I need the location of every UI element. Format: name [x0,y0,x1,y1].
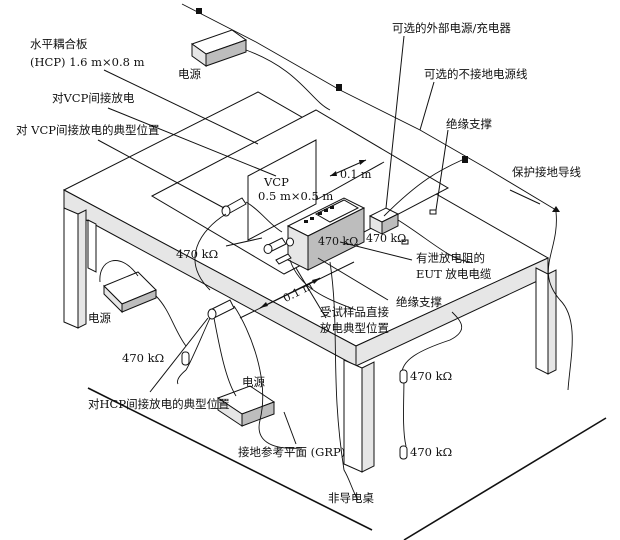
table-leg-front-left [63,207,79,329]
label-grp: 接地参考平面 (GRP) [238,445,345,459]
esd-probe-hcp [207,299,235,320]
vertical-coupling-plane [247,139,317,241]
label-hcp-title: 水平耦合板 [30,37,88,51]
power-supply-top [190,29,248,67]
label-ext-power: 可选的外部电源/充电器 [392,21,511,35]
label-power-top: 电源 [178,67,201,81]
label-nonconductive-table: 非导电桌 [328,491,374,505]
label-ungrounded-cable: 可选的不接地电源线 [424,67,528,81]
label-bleed-cable-1: 有泄放电阻的 [416,251,485,265]
label-power-left: 电源 [88,311,111,325]
label-eut-direct-2: 放电典型位置 [320,321,389,335]
esd-probe-vcp [221,197,247,217]
power-supply-left [103,271,157,314]
label-vcp-name: VCP [263,175,289,189]
label-vcp-indirect: 对VCP间接放电 [52,91,135,105]
table-leg-right [535,267,549,375]
bleed-resistor-leg-1 [399,369,408,384]
dimension-top [315,159,385,201]
label-power-bottom: 电源 [242,375,265,389]
label-r-bottom-left: 470 kΩ [122,351,164,365]
wires [99,49,471,501]
label-insul-support-2: 绝缘支撑 [396,295,442,309]
bleed-resistor-left [181,351,190,366]
label-vcp-size: 0.5 m×0.5 m [258,189,333,203]
table-leg-front [343,359,363,473]
insulating-support-items [401,209,437,245]
table-leg-back-left [87,219,97,273]
dimension-bottom [239,261,355,319]
label-r-mid: 470 kΩ [318,235,358,248]
label-bleed-cable-2: EUT 放电电缆 [416,267,492,281]
label-protective-ground: 保护接地导线 [512,165,581,179]
label-r-left: 470 kΩ [176,247,218,261]
eut-device [286,197,366,271]
label-hcp-typical: 对HCP间接放电的典型位置 [88,397,230,411]
label-r-leg-2: 470 kΩ [410,445,452,459]
label-r-right: 470 kΩ [366,232,406,245]
label-eut-direct-1: 受试样品直接 [320,305,389,319]
leader-lines [97,35,541,445]
optional-charger [368,207,400,235]
label-insul-support-1: 绝缘支撑 [446,117,492,131]
label-dist-top: 0.1 m [340,168,372,181]
label-hcp-size: (HCP) 1.6 m×0.8 m [30,55,145,69]
ground-reference-plane [87,387,607,540]
esd-probe-eut [263,237,292,265]
bleed-resistor-leg-2 [399,445,408,460]
label-r-leg-1: 470 kΩ [410,369,452,383]
label-vcp-typical: 对 VCP间接放电的典型位置 [16,123,160,137]
power-supply-bottom [216,385,276,427]
protective-ground-wires [181,3,573,391]
